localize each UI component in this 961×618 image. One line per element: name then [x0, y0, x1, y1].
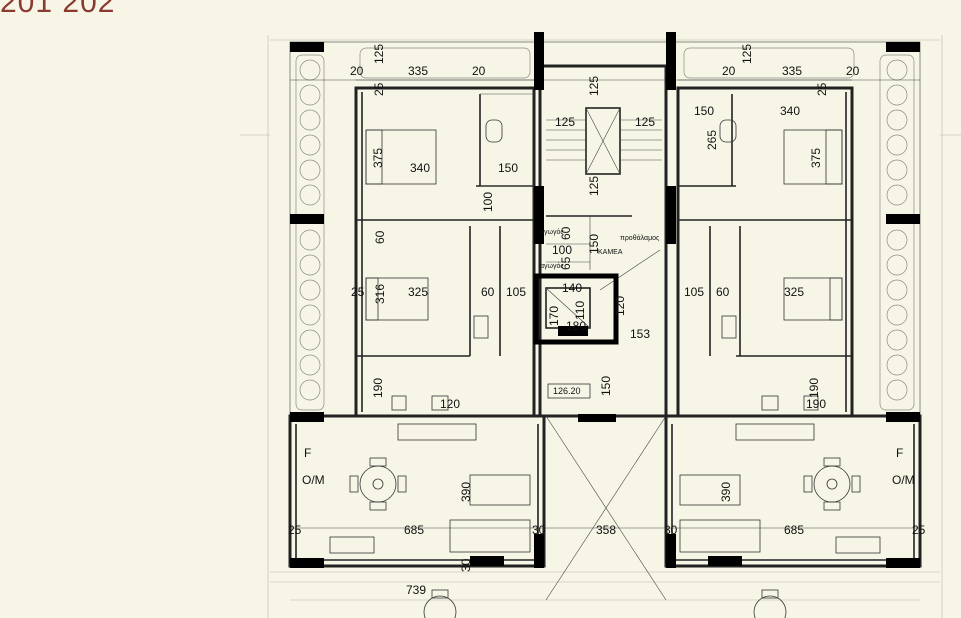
- dim-left-60b: 60: [481, 285, 495, 299]
- dining-tables: [349, 457, 861, 618]
- dim-left-100: 100: [481, 192, 495, 212]
- dim-right-60: 60: [716, 285, 730, 299]
- dim-left-25a: 25: [372, 82, 386, 96]
- planting-right: [683, 47, 915, 411]
- dim-left-190: 190: [371, 378, 385, 398]
- plan-title: 201 202: [0, 0, 116, 19]
- slab-outline: [289, 41, 921, 418]
- dim-right-105: 105: [684, 285, 704, 299]
- dim-left-325: 325: [408, 285, 428, 299]
- dim-stair-65: 65: [559, 256, 573, 270]
- label-f-right: F: [896, 446, 903, 460]
- grid-lines: [240, 35, 961, 618]
- dim-stair-125b: 125: [555, 115, 575, 129]
- label-om-right: O/M: [892, 473, 915, 487]
- dim-right-375: 375: [809, 148, 823, 168]
- dim-bottom-30a: 30: [532, 523, 546, 537]
- dim-left-316: 316: [373, 284, 387, 304]
- dim-stair-150b: 150: [599, 376, 613, 396]
- dim-left-375: 375: [371, 148, 385, 168]
- dim-top-20b: 20: [472, 64, 486, 78]
- structural-columns: [290, 32, 920, 568]
- beds: [365, 129, 843, 321]
- dim-bottom-685a: 685: [404, 523, 424, 537]
- label-om-left: O/M: [302, 473, 325, 487]
- label-f-left: F: [304, 446, 311, 460]
- dim-stair-180: 180: [566, 319, 586, 333]
- label-area: 126.20: [553, 386, 581, 396]
- dim-right-25: 25: [815, 82, 829, 96]
- dim-stair-140: 140: [562, 281, 582, 295]
- dim-bottom-30b: 30: [664, 523, 678, 537]
- dim-right-325: 325: [784, 285, 804, 299]
- dim-bottom-390a: 390: [459, 482, 473, 502]
- dimension-ticks: [290, 79, 920, 529]
- right-living-area: [664, 414, 922, 568]
- dim-stair-125d: 125: [587, 176, 601, 196]
- dim-stair-150: 150: [587, 234, 601, 254]
- label-storage-2: αγωγός: [540, 262, 564, 270]
- dim-left-60a: 60: [373, 230, 387, 244]
- dim-top-125a: 125: [372, 44, 386, 64]
- dim-stair-110: 110: [573, 301, 587, 320]
- planting-left: [295, 47, 531, 411]
- dim-left-340: 340: [410, 161, 430, 175]
- dim-right-150: 150: [694, 104, 714, 118]
- dim-bottom-30c: 30: [459, 558, 473, 572]
- dim-left-120: 120: [440, 397, 460, 411]
- dim-stair-100: 100: [552, 243, 572, 257]
- dim-top-335b: 335: [782, 64, 802, 78]
- dim-bottom-390b: 390: [719, 482, 733, 502]
- dim-left-25b: 25: [351, 285, 365, 299]
- dim-bottom-358: 358: [596, 523, 616, 537]
- dim-bottom-739: 739: [406, 583, 426, 597]
- dim-top-20a: 20: [350, 64, 364, 78]
- dim-top-20c: 20: [722, 64, 736, 78]
- bathroom-fixtures: [391, 119, 819, 411]
- label-storage-1: αγωγός: [540, 228, 564, 236]
- dim-stair-125a: 125: [587, 76, 601, 96]
- left-apartment-walls: [354, 86, 536, 418]
- label-pressurization: προθάλαμος: [620, 234, 660, 242]
- dim-top-335a: 335: [408, 64, 428, 78]
- label-camera: ΚΑΜΕΑ: [598, 249, 623, 256]
- dim-top-20d: 20: [846, 64, 860, 78]
- dim-right-265: 265: [705, 130, 719, 150]
- area-box: [547, 383, 591, 399]
- dim-left-105: 105: [506, 285, 526, 299]
- dim-right-190a: 190: [807, 378, 821, 398]
- dim-stair-120: 120: [613, 296, 627, 316]
- left-living-area: [288, 414, 546, 568]
- dim-bottom-25b: 25: [912, 523, 926, 537]
- dim-bottom-685b: 685: [784, 523, 804, 537]
- dim-stair-60: 60: [559, 226, 573, 240]
- dim-right-340: 340: [780, 104, 800, 118]
- dim-stair-125c: 125: [635, 115, 655, 129]
- dim-top-125b: 125: [740, 44, 754, 64]
- dim-left-150: 150: [498, 161, 518, 175]
- dim-stair-170: 170: [547, 306, 561, 326]
- elevator-shaft: [533, 273, 619, 345]
- dim-right-190b: 190: [806, 397, 826, 411]
- dim-stair-153: 153: [630, 327, 650, 341]
- dim-bottom-25a: 25: [288, 523, 302, 537]
